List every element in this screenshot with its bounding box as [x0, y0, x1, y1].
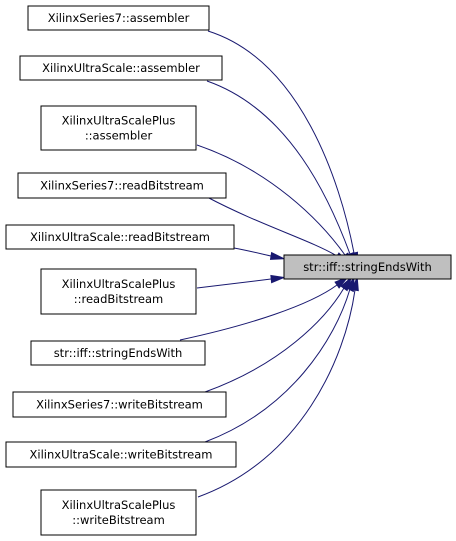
caller-node-box	[40, 489, 197, 536]
caller-node-label: XilinxUltraScalePlus	[62, 498, 176, 512]
caller-node-label: str::iff::stringEndsWith	[54, 346, 183, 360]
caller-node-box	[19, 55, 223, 81]
target-node-label: str::iff::stringEndsWith	[303, 260, 432, 274]
caller-node-box	[30, 340, 206, 366]
edge-caller-4	[233, 247, 272, 257]
caller-node-label: ::readBitstream	[74, 292, 164, 306]
target-node-box	[283, 254, 452, 280]
caller-node-label: XilinxSeries7::writeBitstream	[36, 398, 203, 412]
edge-caller-5-arrow	[270, 274, 286, 284]
caller-node-label: XilinxUltraScalePlus	[62, 277, 176, 291]
edge-caller-2	[196, 144, 346, 256]
edge-caller-9	[197, 289, 356, 498]
caller-node[interactable]: XilinxSeries7::assembler	[27, 5, 210, 31]
caller-node-label: XilinxSeries7::readBitstream	[40, 179, 204, 193]
caller-node-label: XilinxUltraScale::writeBitstream	[30, 448, 213, 462]
caller-node[interactable]: XilinxUltraScalePlus::assembler	[40, 105, 197, 151]
caller-node-label: XilinxSeries7::assembler	[48, 11, 190, 25]
caller-node[interactable]: XilinxUltraScale::assembler	[19, 55, 223, 81]
caller-node[interactable]: str::iff::stringEndsWith	[30, 340, 206, 366]
caller-node-label: XilinxUltraScale::readBitstream	[30, 230, 210, 244]
caller-node-label: XilinxUltraScalePlus	[62, 114, 176, 128]
caller-node-label: ::assembler	[85, 129, 153, 143]
edge-caller-5	[196, 278, 272, 289]
caller-node[interactable]: XilinxUltraScalePlus::readBitstream	[40, 268, 197, 315]
edge-caller-9-arrow	[350, 275, 359, 292]
caller-nodes: XilinxSeries7::assemblerXilinxUltraScale…	[5, 5, 237, 536]
edge-caller-0	[207, 30, 355, 254]
caller-node[interactable]: XilinxUltraScale::readBitstream	[5, 224, 235, 250]
edge-caller-6	[179, 284, 338, 341]
caller-node-box	[17, 172, 227, 199]
caller-node-label: ::writeBitstream	[72, 513, 165, 527]
caller-node-box	[5, 224, 235, 250]
edge-caller-6-arrow	[334, 275, 350, 289]
edge-caller-8	[204, 288, 351, 443]
caller-node-box	[40, 268, 197, 315]
edge-caller-7	[204, 287, 345, 393]
caller-node-label: XilinxUltraScale::assembler	[42, 61, 200, 75]
caller-node-box	[40, 105, 197, 151]
caller-node[interactable]: XilinxUltraScale::writeBitstream	[5, 441, 237, 468]
target-node[interactable]: str::iff::stringEndsWith	[283, 254, 452, 280]
caller-node-box	[5, 441, 237, 468]
caller-node-box	[12, 391, 227, 418]
caller-node-box	[27, 5, 210, 31]
caller-node[interactable]: XilinxSeries7::writeBitstream	[12, 391, 227, 418]
caller-node[interactable]: XilinxUltraScalePlus::writeBitstream	[40, 489, 197, 536]
edge-caller-4-arrow	[269, 251, 286, 260]
caller-node[interactable]: XilinxSeries7::readBitstream	[17, 172, 227, 199]
edge-caller-1	[206, 80, 351, 255]
edge-caller-3	[206, 196, 338, 257]
